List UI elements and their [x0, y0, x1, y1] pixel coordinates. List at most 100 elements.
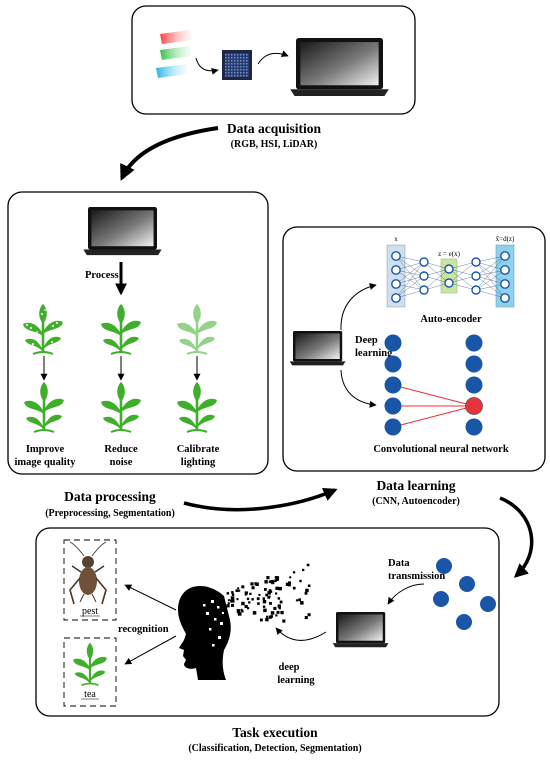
pixel-square: [275, 592, 278, 595]
tea-label: tea: [84, 689, 96, 700]
pixel-square: [244, 604, 248, 609]
ae-node: [500, 279, 510, 289]
ae-node: [500, 293, 510, 303]
pixel-square: [264, 580, 268, 584]
pixel-square: [269, 590, 273, 593]
data-node: [436, 558, 452, 574]
flow-arrow-learn-to-exec: [499, 496, 534, 578]
pixel-square: [262, 597, 265, 600]
pixel-square: [230, 596, 235, 600]
pixel-square: [292, 571, 296, 574]
pixel-square: [270, 579, 274, 584]
cnn-node: [465, 355, 483, 373]
pixel-square: [268, 615, 272, 619]
pixel-square: [231, 603, 234, 607]
ae-connections: [395, 255, 506, 299]
cricket-icon: [69, 541, 107, 605]
laptop-icon: [332, 612, 389, 648]
acquisition-title: Data acquisition: [227, 121, 322, 136]
data-node: [456, 614, 472, 630]
pixel-square: [230, 599, 234, 603]
data-node: [459, 576, 475, 592]
pixel-square: [277, 604, 281, 608]
pixel-square: [276, 576, 280, 579]
pixel-square: [264, 588, 267, 591]
pixel-square: [275, 614, 278, 617]
flow-arrow-proc-to-learn: [183, 487, 338, 512]
cnn-node: [384, 376, 402, 394]
recognition-arrow-pest: [124, 584, 177, 611]
execution-subtitle: (Classification, Detection, Segmentation…: [188, 743, 361, 754]
step-label: image quality: [15, 457, 77, 468]
cnn-node-active: [465, 397, 483, 415]
recognition-label: recognition: [118, 624, 169, 635]
pixel-square: [304, 616, 308, 620]
learn-arrow-up: [340, 283, 377, 331]
pixel-square: [274, 576, 278, 579]
pixel-square: [247, 607, 250, 610]
pixel-square: [307, 584, 311, 587]
pixel-square: [252, 611, 257, 615]
step-label: Calibrate: [177, 444, 220, 455]
pixel-square: [278, 607, 281, 610]
spectral-bands-icon: [156, 30, 192, 78]
pixel-square: [226, 592, 230, 595]
pixel-square: [275, 586, 279, 590]
acquisition-panel: [131, 5, 416, 115]
learn-arrow-down: [340, 369, 377, 408]
pixel-square: [305, 588, 309, 593]
pixel-square: [288, 583, 291, 587]
pixel-square: [258, 593, 261, 596]
step-label: Improve: [26, 444, 65, 455]
step-label: noise: [110, 457, 133, 468]
pixel-square: [231, 591, 234, 594]
deep-learning-label: learning: [355, 348, 393, 359]
pixel-square: [238, 589, 241, 592]
pixel-square: [251, 586, 255, 590]
pixel-square: [307, 613, 311, 617]
pixel-square: [268, 595, 271, 598]
autoencoder-diagram: x z = e(x) x̂=d(z): [386, 235, 515, 325]
transmission-label: Data: [388, 558, 410, 569]
pixel-square: [268, 580, 272, 583]
pixel-square: [273, 606, 277, 610]
pest-box: [63, 539, 117, 621]
pixel-square: [255, 582, 259, 586]
pixel-square: [241, 601, 245, 606]
plant-icon-noisy: [21, 302, 65, 356]
cnn-node: [384, 334, 402, 352]
pixel-square: [227, 599, 230, 602]
pixel-square: [274, 579, 277, 582]
cnn-node: [465, 376, 483, 394]
pixel-square: [231, 593, 235, 596]
pixel-square: [235, 589, 239, 592]
pixel-square: [289, 576, 292, 579]
pixel-square: [279, 600, 283, 604]
flow-arrow-acq-to-proc: [120, 126, 219, 181]
pixel-square: [262, 600, 267, 604]
pixel-cloud: [226, 563, 311, 623]
cnn-node: [465, 334, 483, 352]
laptop-icon: [289, 331, 346, 366]
pixel-square: [241, 610, 244, 613]
pixel-square: [256, 597, 260, 601]
ae-node: [444, 264, 454, 274]
pixel-square: [280, 610, 284, 615]
ae-node: [471, 285, 481, 295]
pixel-square: [295, 599, 298, 602]
pixel-square: [265, 593, 269, 597]
tea-box: [63, 637, 117, 707]
pixel-square: [265, 617, 269, 622]
pixel-square: [254, 582, 257, 585]
pixel-square: [278, 586, 282, 591]
ae-node: [419, 257, 429, 267]
transmission-label: transmission: [388, 571, 445, 582]
pixel-square: [300, 601, 304, 605]
pixel-square: [249, 592, 252, 595]
pixel-square: [288, 581, 291, 585]
ae-node: [391, 279, 401, 289]
pixel-square: [267, 591, 271, 595]
pixel-square: [269, 602, 272, 605]
ae-node: [471, 257, 481, 267]
process-label: Process: [85, 270, 119, 281]
